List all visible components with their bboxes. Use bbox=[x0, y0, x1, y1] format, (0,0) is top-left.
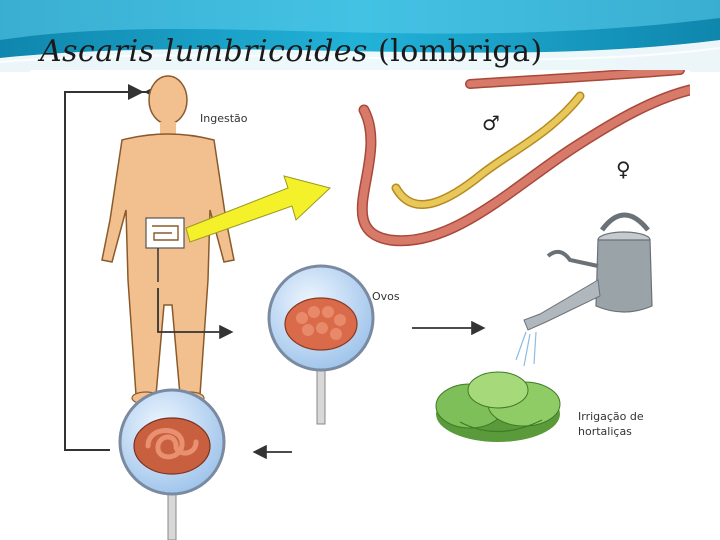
eggs-label: Ovos bbox=[372, 290, 400, 303]
life-cycle-figure: Ingestão ♂ ♀ bbox=[30, 70, 690, 540]
title-common-name: (lombriga) bbox=[378, 34, 543, 69]
eggs-magnifier bbox=[269, 266, 373, 424]
watering-can-illustration bbox=[516, 215, 652, 366]
irrigation-label-line1: Irrigação de bbox=[578, 410, 644, 423]
ingestion-label: Ingestão bbox=[200, 112, 248, 125]
larva-magnifier bbox=[120, 390, 224, 540]
male-symbol-label: ♂ bbox=[482, 111, 500, 135]
irrigation-label-line2: hortaliças bbox=[578, 425, 632, 438]
life-cycle-diagram: Ingestão ♂ ♀ bbox=[30, 70, 690, 540]
human-body-figure bbox=[102, 76, 234, 404]
female-symbol-label: ♀ bbox=[616, 157, 631, 181]
title-scientific-name: Ascaris lumbricoides bbox=[40, 34, 368, 69]
page-title: Ascaris lumbricoides (lombriga) bbox=[40, 34, 543, 69]
adult-worms bbox=[362, 70, 690, 241]
lettuce-illustration bbox=[436, 372, 560, 442]
